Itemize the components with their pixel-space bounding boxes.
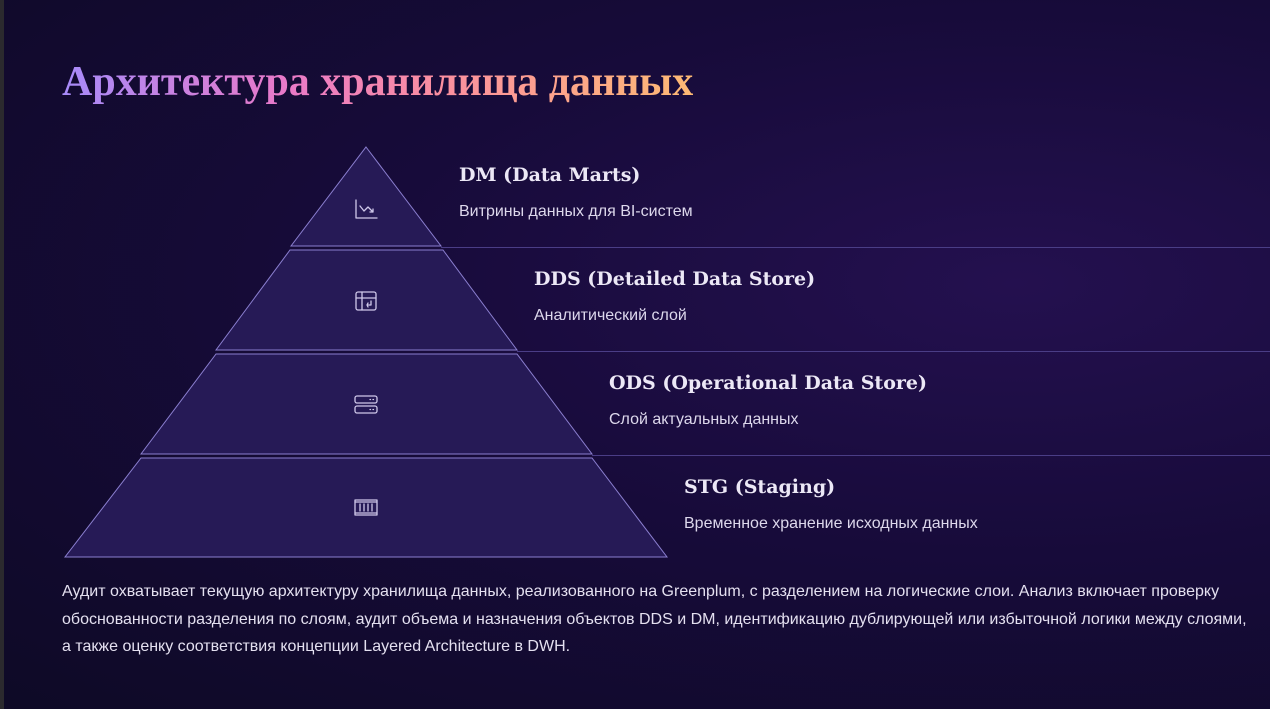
layer-description: Слой актуальных данных [609,411,799,428]
container-icon [354,499,378,516]
layer-name: ODS (Operational Data Store) [609,372,927,394]
layer-label-dds: DDS (Detailed Data Store) Аналитический … [534,268,815,325]
layer-dm [289,146,443,247]
chart-line-icon [355,199,378,219]
layer-name: DM (Data Marts) [459,164,641,186]
layer-stg [63,457,669,558]
layer-dds [215,249,518,351]
layer-label-dm: DM (Data Marts) Витрины данных для BI-си… [459,164,693,221]
layer-description: Временное хранение исходных данных [684,515,978,532]
layer-name: STG (Staging) [684,476,836,498]
slide-title: Архитектура хранилища данных [62,59,694,105]
layer-label-ods: ODS (Operational Data Store) Слой актуал… [609,372,927,429]
layer-ods [140,353,593,455]
window-edge [0,0,4,709]
table-transform-icon [355,291,377,311]
layer-description: Аналитический слой [534,307,687,324]
layer-label-stg: STG (Staging) Временное хранение исходны… [684,476,978,533]
server-icon [354,395,378,414]
description-paragraph: Аудит охватывает текущую архитектуру хра… [62,583,1247,655]
layer-name: DDS (Detailed Data Store) [534,268,816,290]
layer-description: Витрины данных для BI-систем [459,203,693,220]
